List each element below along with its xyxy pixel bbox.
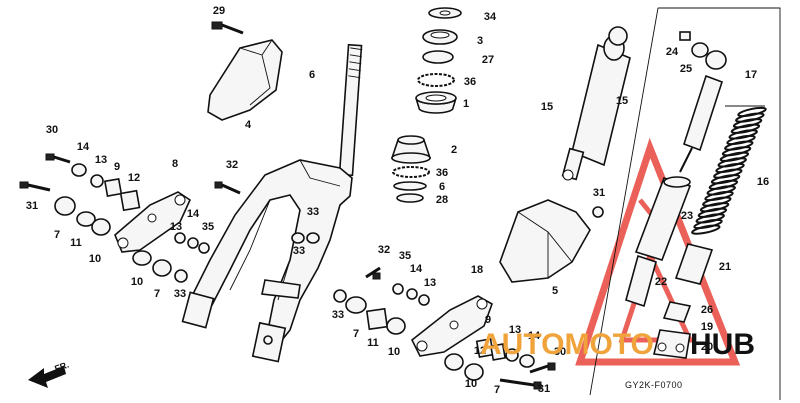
callout-30: 30 — [46, 124, 58, 136]
callout-13: 13 — [170, 221, 182, 233]
callout-7: 7 — [494, 384, 500, 396]
callout-25: 25 — [680, 63, 692, 75]
front-direction-arrow: FR. — [28, 360, 70, 388]
callout-24: 24 — [666, 46, 679, 58]
callout-27: 27 — [482, 54, 494, 66]
callout-11: 11 — [70, 237, 82, 249]
spring-16 — [691, 106, 767, 235]
right-link-assembly — [333, 266, 556, 390]
callout-32: 32 — [226, 159, 238, 171]
callout-14: 14 — [77, 141, 90, 153]
callout-1: 1 — [463, 98, 469, 110]
callout-18: 18 — [471, 264, 483, 276]
callout-19: 19 — [701, 321, 713, 333]
steering-stem-6 — [338, 43, 363, 177]
callout-14: 14 — [187, 208, 200, 220]
left-link-assembly — [19, 153, 241, 283]
callout-20: 20 — [701, 341, 713, 353]
callout-9: 9 — [485, 314, 491, 326]
callout-10: 10 — [465, 378, 477, 390]
callout-17: 17 — [745, 69, 757, 81]
cover-5 — [499, 199, 604, 283]
callout-35: 35 — [202, 221, 214, 233]
callout-6: 6 — [309, 69, 315, 81]
callout-12: 12 — [128, 172, 140, 184]
callout-5: 5 — [552, 285, 558, 297]
bearing-stack-top — [415, 7, 462, 114]
callout-28: 28 — [436, 194, 448, 206]
callout-7: 7 — [353, 328, 359, 340]
callout-33: 33 — [307, 206, 319, 218]
spring-coil — [691, 224, 721, 235]
callout-23: 23 — [681, 210, 693, 222]
callout-13: 13 — [95, 154, 107, 166]
front-fork — [181, 159, 353, 363]
callout-33: 33 — [174, 288, 186, 300]
callout-8: 8 — [172, 158, 178, 170]
watermark-suffix: HUB — [690, 328, 755, 361]
callout-31: 31 — [593, 187, 605, 199]
callout-33: 33 — [332, 309, 344, 321]
callout-4: 4 — [245, 119, 252, 131]
callout-2: 2 — [451, 144, 457, 156]
callout-21: 21 — [719, 261, 731, 273]
callout-14: 14 — [410, 263, 423, 275]
callout-9: 9 — [114, 161, 120, 173]
front-direction-label: FR. — [53, 360, 70, 374]
callout-15: 15 — [616, 95, 628, 107]
callout-11: 11 — [367, 337, 379, 349]
collars-33 — [291, 232, 320, 244]
bolt-29 — [211, 21, 244, 35]
callout-26: 26 — [701, 304, 713, 316]
callout-12: 12 — [474, 345, 486, 357]
callout-14: 14 — [528, 330, 541, 342]
callout-6: 6 — [439, 181, 445, 193]
callout-35: 35 — [399, 250, 411, 262]
callout-15: 15 — [541, 101, 553, 113]
callout-10: 10 — [131, 276, 143, 288]
bearing-stack-bottom — [390, 135, 432, 203]
callout-36: 36 — [436, 167, 448, 179]
callout-32: 32 — [378, 244, 390, 256]
shock-breakdown — [625, 31, 727, 359]
callout-7: 7 — [154, 288, 160, 300]
callout-16: 16 — [757, 176, 769, 188]
callout-10: 10 — [89, 253, 101, 265]
diagram-code: GY2K-F0700 — [625, 380, 683, 390]
callout-30: 30 — [554, 346, 566, 358]
shock-absorber-15 — [561, 26, 631, 181]
callout-7: 7 — [54, 229, 60, 241]
callout-10: 10 — [388, 346, 400, 358]
frame-lines — [589, 7, 781, 400]
callout-34: 34 — [484, 11, 497, 23]
callout-36: 36 — [464, 76, 476, 88]
callout-29: 29 — [213, 5, 225, 17]
callout-31: 31 — [26, 200, 38, 212]
cover-4 — [207, 39, 283, 121]
callout-31: 31 — [538, 383, 550, 395]
callout-22: 22 — [655, 276, 667, 288]
callout-13: 13 — [424, 277, 436, 289]
callout-13: 13 — [509, 324, 521, 336]
callout-33: 33 — [293, 245, 305, 257]
watermark-brand: AUTOMOTO — [480, 328, 654, 361]
callout-3: 3 — [477, 35, 483, 47]
